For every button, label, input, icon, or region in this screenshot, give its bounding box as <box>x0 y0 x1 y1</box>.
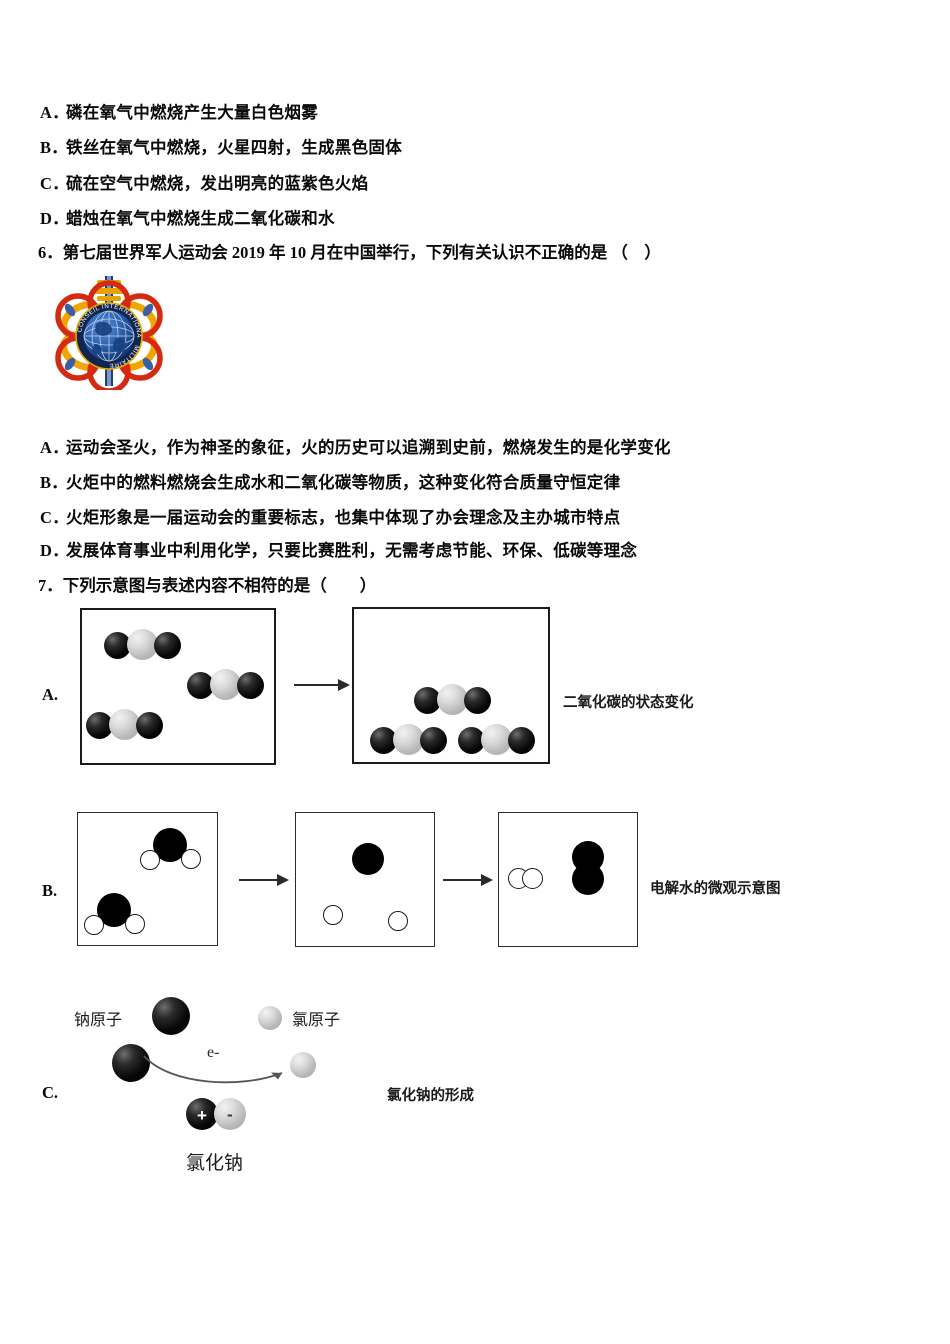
q6-stem: 6．第七届世界军人运动会 2019 年 10 月在中国举行，下列有关认识不正确的… <box>38 243 661 262</box>
q6-option-a-text: 运动会圣火，作为神圣的象征，火的历史可以追溯到史前，燃烧发生的是化学变化 <box>66 438 671 457</box>
carbon-dioxide-oxygen-atom <box>187 672 214 699</box>
q7-stem: 7．下列示意图与表述内容不相符的是（ ） <box>38 576 377 595</box>
product-molecules-panel <box>498 812 638 947</box>
sodium-chloride-label: 氯化钠 <box>186 1153 244 1174</box>
q5-option-b-letter: B． <box>40 138 69 157</box>
q6-option-a: A．运动会圣火，作为神圣的象征，火的历史可以追溯到史前，燃烧发生的是化学变化 <box>40 434 671 458</box>
sodium-atom-label: 钠原子 <box>74 1012 123 1029</box>
q5-option-c: C．硫在空气中燃烧，发出明亮的蓝紫色火焰 <box>40 170 368 194</box>
carbon-dioxide-oxygen-atom <box>414 687 441 714</box>
q5-option-a-text: 磷在氧气中燃烧产生大量白色烟雾 <box>66 103 318 122</box>
carbon-dioxide-carbon-atom <box>437 684 468 715</box>
hydrogen-molecule-atom <box>522 868 543 889</box>
carbon-dioxide-oxygen-atom <box>464 687 491 714</box>
q6-option-c: C．火炬形象是一届运动会的重要标志，也集中体现了办会理念及主办城市特点 <box>40 504 620 528</box>
q6-option-a-letter: A． <box>40 438 70 457</box>
oxygen-molecule-atom <box>572 863 604 895</box>
carbon-dioxide-carbon-atom <box>481 724 512 755</box>
q6-option-d-letter: D． <box>40 541 70 560</box>
q7-option-c-letter: C. <box>42 1083 59 1102</box>
co2-gas-panel <box>80 608 276 765</box>
chlorine-atom-sphere <box>258 1006 282 1030</box>
co2-condensed-panel <box>352 607 550 764</box>
q5-option-d-letter: D． <box>40 209 70 228</box>
q5-option-c-text: 硫在空气中燃烧，发出明亮的蓝紫色火焰 <box>66 174 369 193</box>
sodium-atom-sphere <box>152 997 190 1035</box>
cism-emblem-icon: CONSEIL INTERNATIONAL DU SPORT MILITAIRE <box>45 267 170 394</box>
cation-charge-sign: + <box>197 1106 207 1125</box>
q5-option-b-text: 铁丝在氧气中燃烧，火星四射，生成黑色固体 <box>66 138 402 157</box>
q6-option-d: D．发展体育事业中利用化学，只要比赛胜利，无需考虑节能、环保、低碳等理念 <box>40 537 637 561</box>
q6-option-c-letter: C． <box>40 508 70 527</box>
carbon-dioxide-carbon-atom <box>393 724 424 755</box>
q5-option-d-text: 蜡烛在氧气中燃烧生成二氧化碳和水 <box>66 209 335 228</box>
water-hydrogen-atom <box>181 849 201 869</box>
carbon-dioxide-carbon-atom <box>127 629 158 660</box>
q5-option-d: D．蜡烛在氧气中燃烧生成二氧化碳和水 <box>40 205 335 229</box>
electron-label: e- <box>207 1044 220 1061</box>
free-oxygen-atom <box>352 843 384 875</box>
carbon-dioxide-oxygen-atom <box>458 727 485 754</box>
q5-option-a-letter: A． <box>40 103 70 122</box>
carbon-dioxide-oxygen-atom <box>136 712 163 739</box>
q7-option-a-letter: A. <box>42 685 59 704</box>
water-hydrogen-atom <box>125 914 145 934</box>
sodium-cation-sphere <box>186 1098 218 1130</box>
carbon-dioxide-oxygen-atom <box>237 672 264 699</box>
q6-option-b-letter: B． <box>40 473 69 492</box>
q7-option-c-caption: 氯化钠的形成 <box>387 1088 474 1104</box>
anion-charge-sign: - <box>227 1105 233 1124</box>
q6-option-b-text: 火炬中的燃料燃烧会生成水和二氧化碳等物质，这种变化符合质量守恒定律 <box>66 473 621 492</box>
electron-transfer-arrow <box>143 1055 283 1084</box>
carbon-dioxide-oxygen-atom <box>508 727 535 754</box>
carbon-dioxide-carbon-atom <box>210 669 241 700</box>
q5-option-c-letter: C． <box>40 174 70 193</box>
water-hydrogen-atom <box>84 915 104 935</box>
q5-option-a: A．磷在氧气中燃烧产生大量白色烟雾 <box>40 99 318 123</box>
q5-option-b: B．铁丝在氧气中燃烧，火星四射，生成黑色固体 <box>40 134 402 158</box>
chlorine-atom-sphere <box>290 1052 316 1078</box>
q6-option-c-text: 火炬形象是一届运动会的重要标志，也集中体现了办会理念及主办城市特点 <box>66 508 621 527</box>
q7-option-b-letter: B. <box>42 881 58 900</box>
q6-option-b: B．火炬中的燃料燃烧会生成水和二氧化碳等物质，这种变化符合质量守恒定律 <box>40 469 620 493</box>
chloride-anion-sphere <box>214 1098 246 1130</box>
sodium-atom-sphere <box>112 1044 150 1082</box>
q7-option-a-caption: 二氧化碳的状态变化 <box>563 695 694 711</box>
free-hydrogen-atom <box>388 911 408 931</box>
q7-option-b-caption: 电解水的微观示意图 <box>650 881 781 897</box>
water-hydrogen-atom <box>140 850 160 870</box>
carbon-dioxide-oxygen-atom <box>104 632 131 659</box>
chlorine-atom-label: 氯原子 <box>292 1012 341 1029</box>
carbon-dioxide-oxygen-atom <box>370 727 397 754</box>
carbon-dioxide-oxygen-atom <box>420 727 447 754</box>
carbon-dioxide-carbon-atom <box>109 709 140 740</box>
carbon-dioxide-oxygen-atom <box>86 712 113 739</box>
water-molecules-panel <box>77 812 218 946</box>
free-hydrogen-atom <box>323 905 343 925</box>
carbon-dioxide-oxygen-atom <box>154 632 181 659</box>
separated-atoms-panel <box>295 812 435 947</box>
q6-option-d-text: 发展体育事业中利用化学，只要比赛胜利，无需考虑节能、环保、低碳等理念 <box>66 541 638 560</box>
